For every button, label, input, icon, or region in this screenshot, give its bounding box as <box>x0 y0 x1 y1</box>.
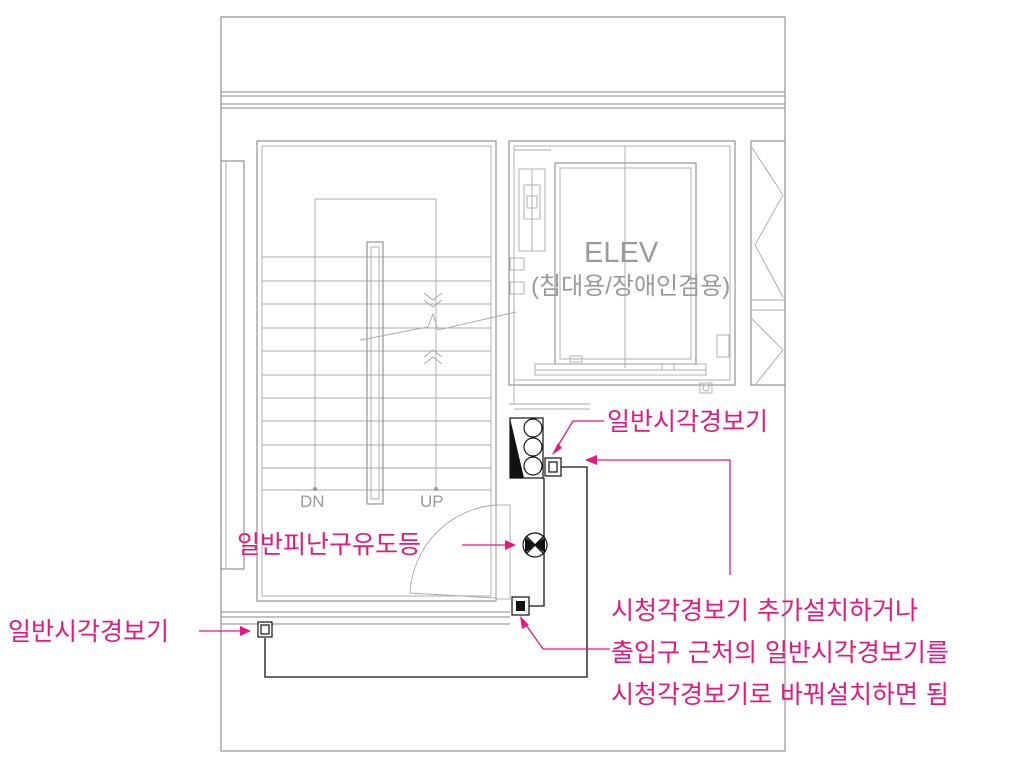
elevator-sub-label: (침대용/장애인겸용) <box>531 273 730 300</box>
right-shaft <box>750 140 786 386</box>
audio-visual-alarm-icon <box>511 596 530 616</box>
note-line-2: 출입구 근처의 일반시각경보기를 <box>611 638 949 667</box>
callout-leaders <box>199 420 731 650</box>
stair-down-label: DN <box>300 492 325 511</box>
elevator-shaft: ELEV (침대용/장애인겸용) <box>508 140 736 410</box>
exit-light-icon <box>522 532 548 558</box>
alarm-wiring <box>264 466 588 678</box>
elevator-label: ELEV <box>584 237 659 269</box>
visual-alarm-upper-label: 일반시각경보기 <box>607 407 768 436</box>
fire-receiver-panel <box>509 417 544 479</box>
left-wall-strip <box>220 160 245 570</box>
stair-door <box>409 504 511 600</box>
exit-light-label: 일반피난구유도등 <box>237 530 421 559</box>
visual-alarm-left-icon <box>257 621 273 638</box>
stair-up-label: UP <box>420 492 444 511</box>
visual-alarm-left-label: 일반시각경보기 <box>8 617 169 646</box>
visual-alarm-upper-icon <box>544 457 562 477</box>
note-line-3: 시청각경보기로 바꿔설치하면 됨 <box>611 680 949 709</box>
stair-treads <box>262 256 491 491</box>
note-line-1: 시청각경보기 추가설치하거나 <box>611 596 918 625</box>
stairwell: DN UP <box>256 140 517 602</box>
